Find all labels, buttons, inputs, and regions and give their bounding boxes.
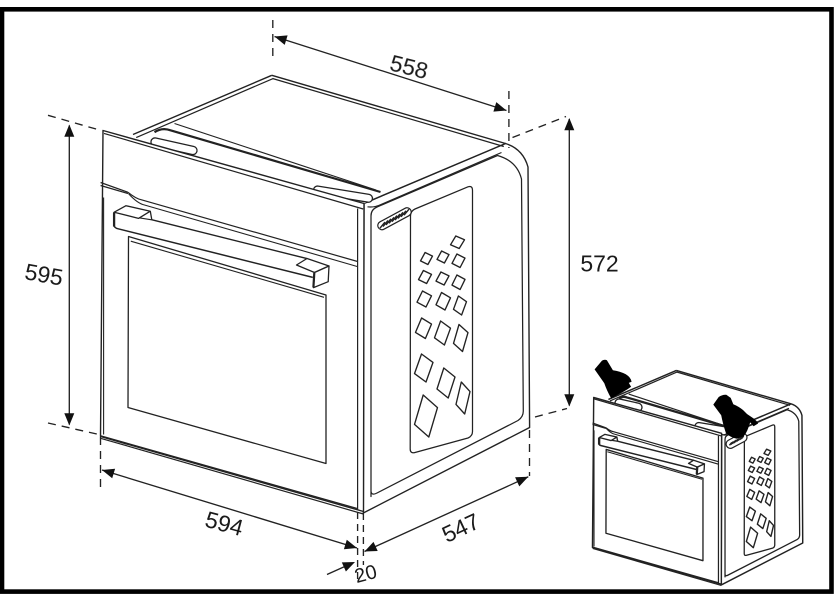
svg-text:572: 572 — [580, 251, 618, 277]
